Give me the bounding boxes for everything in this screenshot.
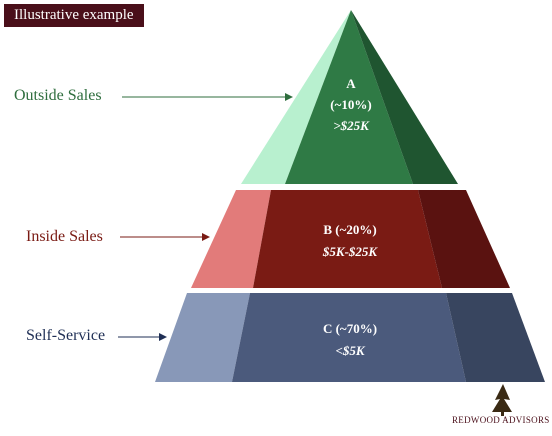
tier-b-right-face bbox=[418, 190, 510, 288]
tier-b-center-face bbox=[253, 190, 442, 288]
tier-c-line1: C (~70%) bbox=[323, 321, 377, 336]
tier-a-line1: A bbox=[346, 76, 356, 91]
illustrative-example-tag: Illustrative example bbox=[4, 4, 144, 27]
tier-a-line2: (~10%) bbox=[330, 97, 371, 112]
tier-a-right-face bbox=[351, 10, 458, 184]
redwood-tree-icon bbox=[492, 384, 512, 416]
tier-a-center-face bbox=[285, 10, 413, 184]
tier-c: C (~70%) <$5K bbox=[155, 293, 545, 382]
tier-c-left-face bbox=[155, 293, 250, 382]
inside-sales-label: Inside Sales bbox=[26, 228, 103, 245]
tier-b-line1: B (~20%) bbox=[323, 222, 376, 237]
tier-a-left-face bbox=[241, 10, 351, 184]
tier-c-center-face bbox=[232, 293, 466, 382]
tier-b-left-face bbox=[191, 190, 271, 288]
tier-b: B (~20%) $5K-$25K bbox=[191, 190, 510, 288]
self-service-label: Self-Service bbox=[26, 327, 106, 344]
tier-b-line2: $5K-$25K bbox=[322, 244, 379, 259]
tier-a-line3: >$25K bbox=[333, 118, 370, 133]
redwood-advisors-logo: REDWOOD ADVISORS bbox=[452, 415, 550, 425]
outside-sales-label: Outside Sales bbox=[14, 87, 102, 104]
tier-c-line2: <$5K bbox=[335, 343, 365, 358]
tier-a: A (~10%) >$25K bbox=[241, 10, 458, 184]
tier-c-right-face bbox=[446, 293, 545, 382]
